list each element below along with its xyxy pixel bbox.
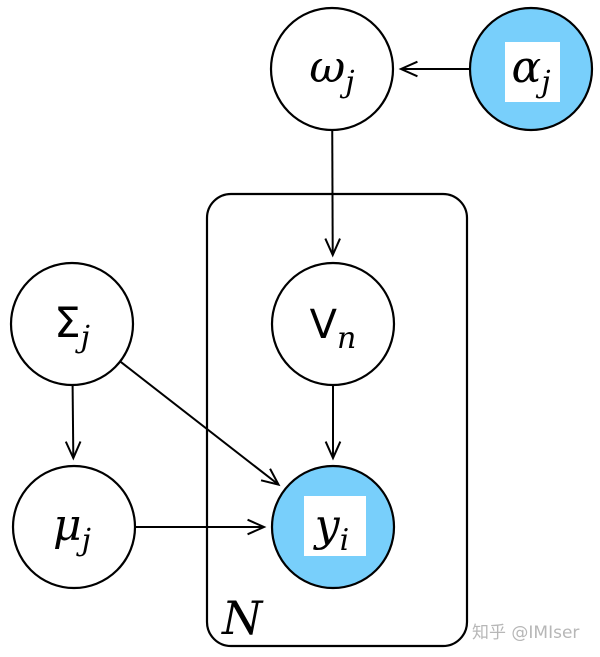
- node-alpha-symbol: α: [511, 42, 541, 93]
- edge-line: [119, 360, 280, 486]
- node-sigma-circle: [9, 261, 135, 387]
- node-alpha-label: αj: [511, 42, 550, 100]
- node-sigma: Σj: [9, 261, 135, 387]
- edge-omega-to-v: [324, 129, 341, 258]
- node-y-subscript: i: [340, 523, 350, 558]
- node-omega-circle: [269, 6, 395, 132]
- node-sigma-label: Σj: [54, 298, 90, 355]
- node-v-circle: [270, 261, 396, 387]
- edges: [64, 60, 470, 536]
- node-y-symbol: y: [313, 500, 341, 551]
- node-y-label-bg: [304, 496, 366, 556]
- edge-alpha-to-omega: [398, 60, 470, 78]
- node-v-label: Vn: [310, 302, 357, 356]
- node-alpha: αj: [468, 6, 594, 132]
- node-mu-circle: [11, 464, 137, 590]
- node-omega: ωj: [269, 6, 395, 132]
- edge-arrowhead: [324, 238, 341, 258]
- node-v: Vn: [270, 261, 396, 387]
- node-mu-label: μj: [53, 500, 91, 558]
- node-v-symbol: V: [310, 302, 338, 348]
- edge-arrowhead: [260, 468, 281, 487]
- node-mu-symbol: μ: [53, 500, 82, 551]
- watermark: 知乎 @IMIser: [472, 623, 579, 643]
- node-y: yi: [270, 464, 396, 590]
- plate-border: [205, 192, 469, 648]
- edge-arrowhead: [398, 60, 418, 78]
- node-omega-symbol: ω: [309, 42, 345, 93]
- edge-line: [71, 384, 75, 459]
- plate: N: [205, 192, 469, 648]
- edge-sigma-to-mu: [64, 384, 82, 461]
- node-v-subscript: n: [337, 321, 356, 356]
- plate-label: N: [221, 591, 264, 645]
- edge-arrowhead: [64, 441, 82, 461]
- edge-arrowhead: [324, 441, 342, 461]
- edge-v-to-y: [324, 385, 342, 461]
- node-omega-label: ωj: [309, 42, 354, 100]
- edge-arrowhead: [247, 518, 267, 536]
- node-y-label: yi: [313, 500, 349, 558]
- node-sigma-symbol: Σ: [54, 298, 81, 347]
- node-alpha-label-bg: [505, 42, 560, 102]
- edge-mu-to-y: [135, 518, 267, 536]
- node-mu: μj: [11, 464, 137, 590]
- edge-sigma-to-y: [119, 360, 281, 487]
